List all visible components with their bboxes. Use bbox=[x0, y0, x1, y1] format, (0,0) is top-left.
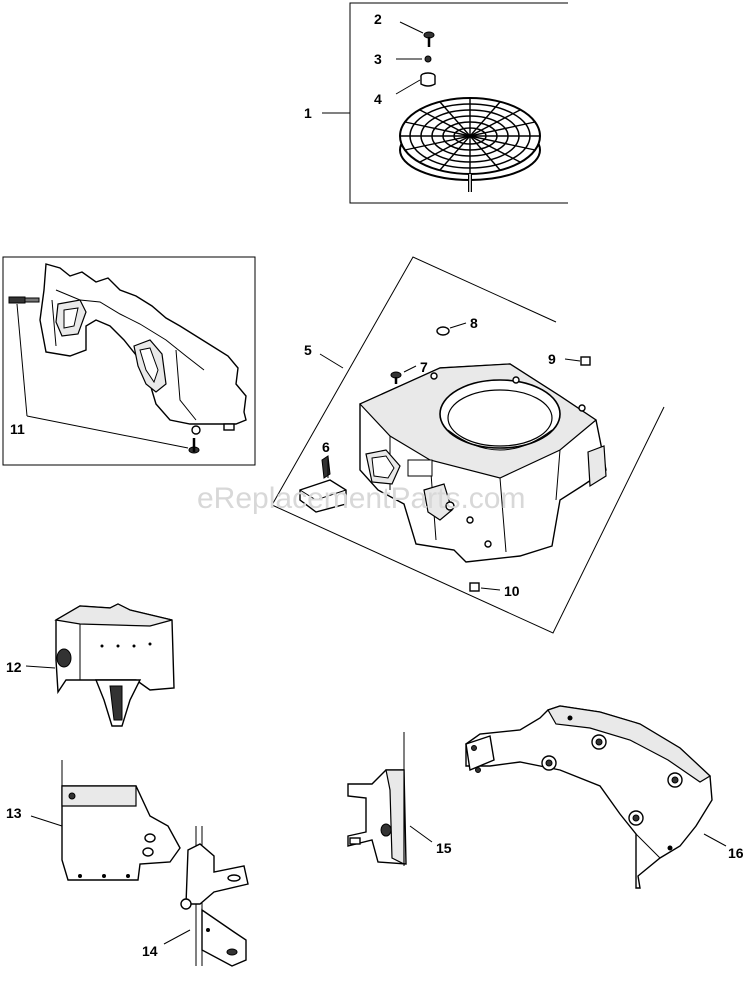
callout-13: 13 bbox=[6, 805, 22, 821]
baffle-assembly-group bbox=[2, 256, 256, 466]
callout-10: 10 bbox=[504, 583, 520, 599]
screen-assembly-group bbox=[349, 2, 568, 204]
callout-8: 8 bbox=[470, 315, 478, 331]
screw-part-7 bbox=[390, 371, 402, 384]
callout-7: 7 bbox=[420, 359, 428, 375]
blower-housing-group bbox=[271, 256, 665, 634]
spacer-part-4 bbox=[420, 72, 436, 87]
watermark-text: eReplacementParts.com bbox=[197, 482, 525, 515]
group-box-1 bbox=[349, 2, 568, 204]
callout-4: 4 bbox=[374, 91, 382, 107]
nut-part-10 bbox=[469, 582, 480, 592]
callout-6: 6 bbox=[322, 439, 330, 455]
callout-15: 15 bbox=[436, 840, 452, 856]
washer-part-3 bbox=[424, 55, 432, 63]
callout-9: 9 bbox=[548, 351, 556, 367]
callout-5: 5 bbox=[304, 342, 312, 358]
group-box-11 bbox=[2, 256, 256, 466]
plug-part-8 bbox=[436, 326, 450, 336]
callout-2: 2 bbox=[374, 11, 382, 27]
bracket-part-15 bbox=[347, 732, 407, 866]
screw-part-2 bbox=[423, 31, 435, 47]
screw-part-11a bbox=[8, 296, 40, 304]
leader-lines bbox=[25, 21, 727, 945]
shroud-part-13 bbox=[61, 760, 181, 881]
nut-part-9 bbox=[580, 356, 591, 366]
blower-housing-part bbox=[358, 363, 607, 563]
callout-1: 1 bbox=[304, 105, 312, 121]
baffle-part-16 bbox=[465, 705, 713, 889]
group-box-5 bbox=[271, 256, 665, 634]
callout-12: 12 bbox=[6, 659, 22, 675]
shroud-part-12 bbox=[54, 603, 175, 727]
baffle-part bbox=[39, 263, 247, 435]
callout-11: 11 bbox=[10, 421, 25, 437]
rotating-screen-part bbox=[399, 97, 541, 192]
callout-16: 16 bbox=[728, 845, 744, 861]
screw-part-11b bbox=[188, 438, 200, 454]
callout-3: 3 bbox=[374, 51, 382, 67]
bracket-part-14 bbox=[180, 826, 249, 967]
callout-14: 14 bbox=[142, 943, 158, 959]
callout-labels: 1 2 3 4 5 6 7 8 9 10 11 12 13 14 15 16 bbox=[6, 11, 744, 959]
